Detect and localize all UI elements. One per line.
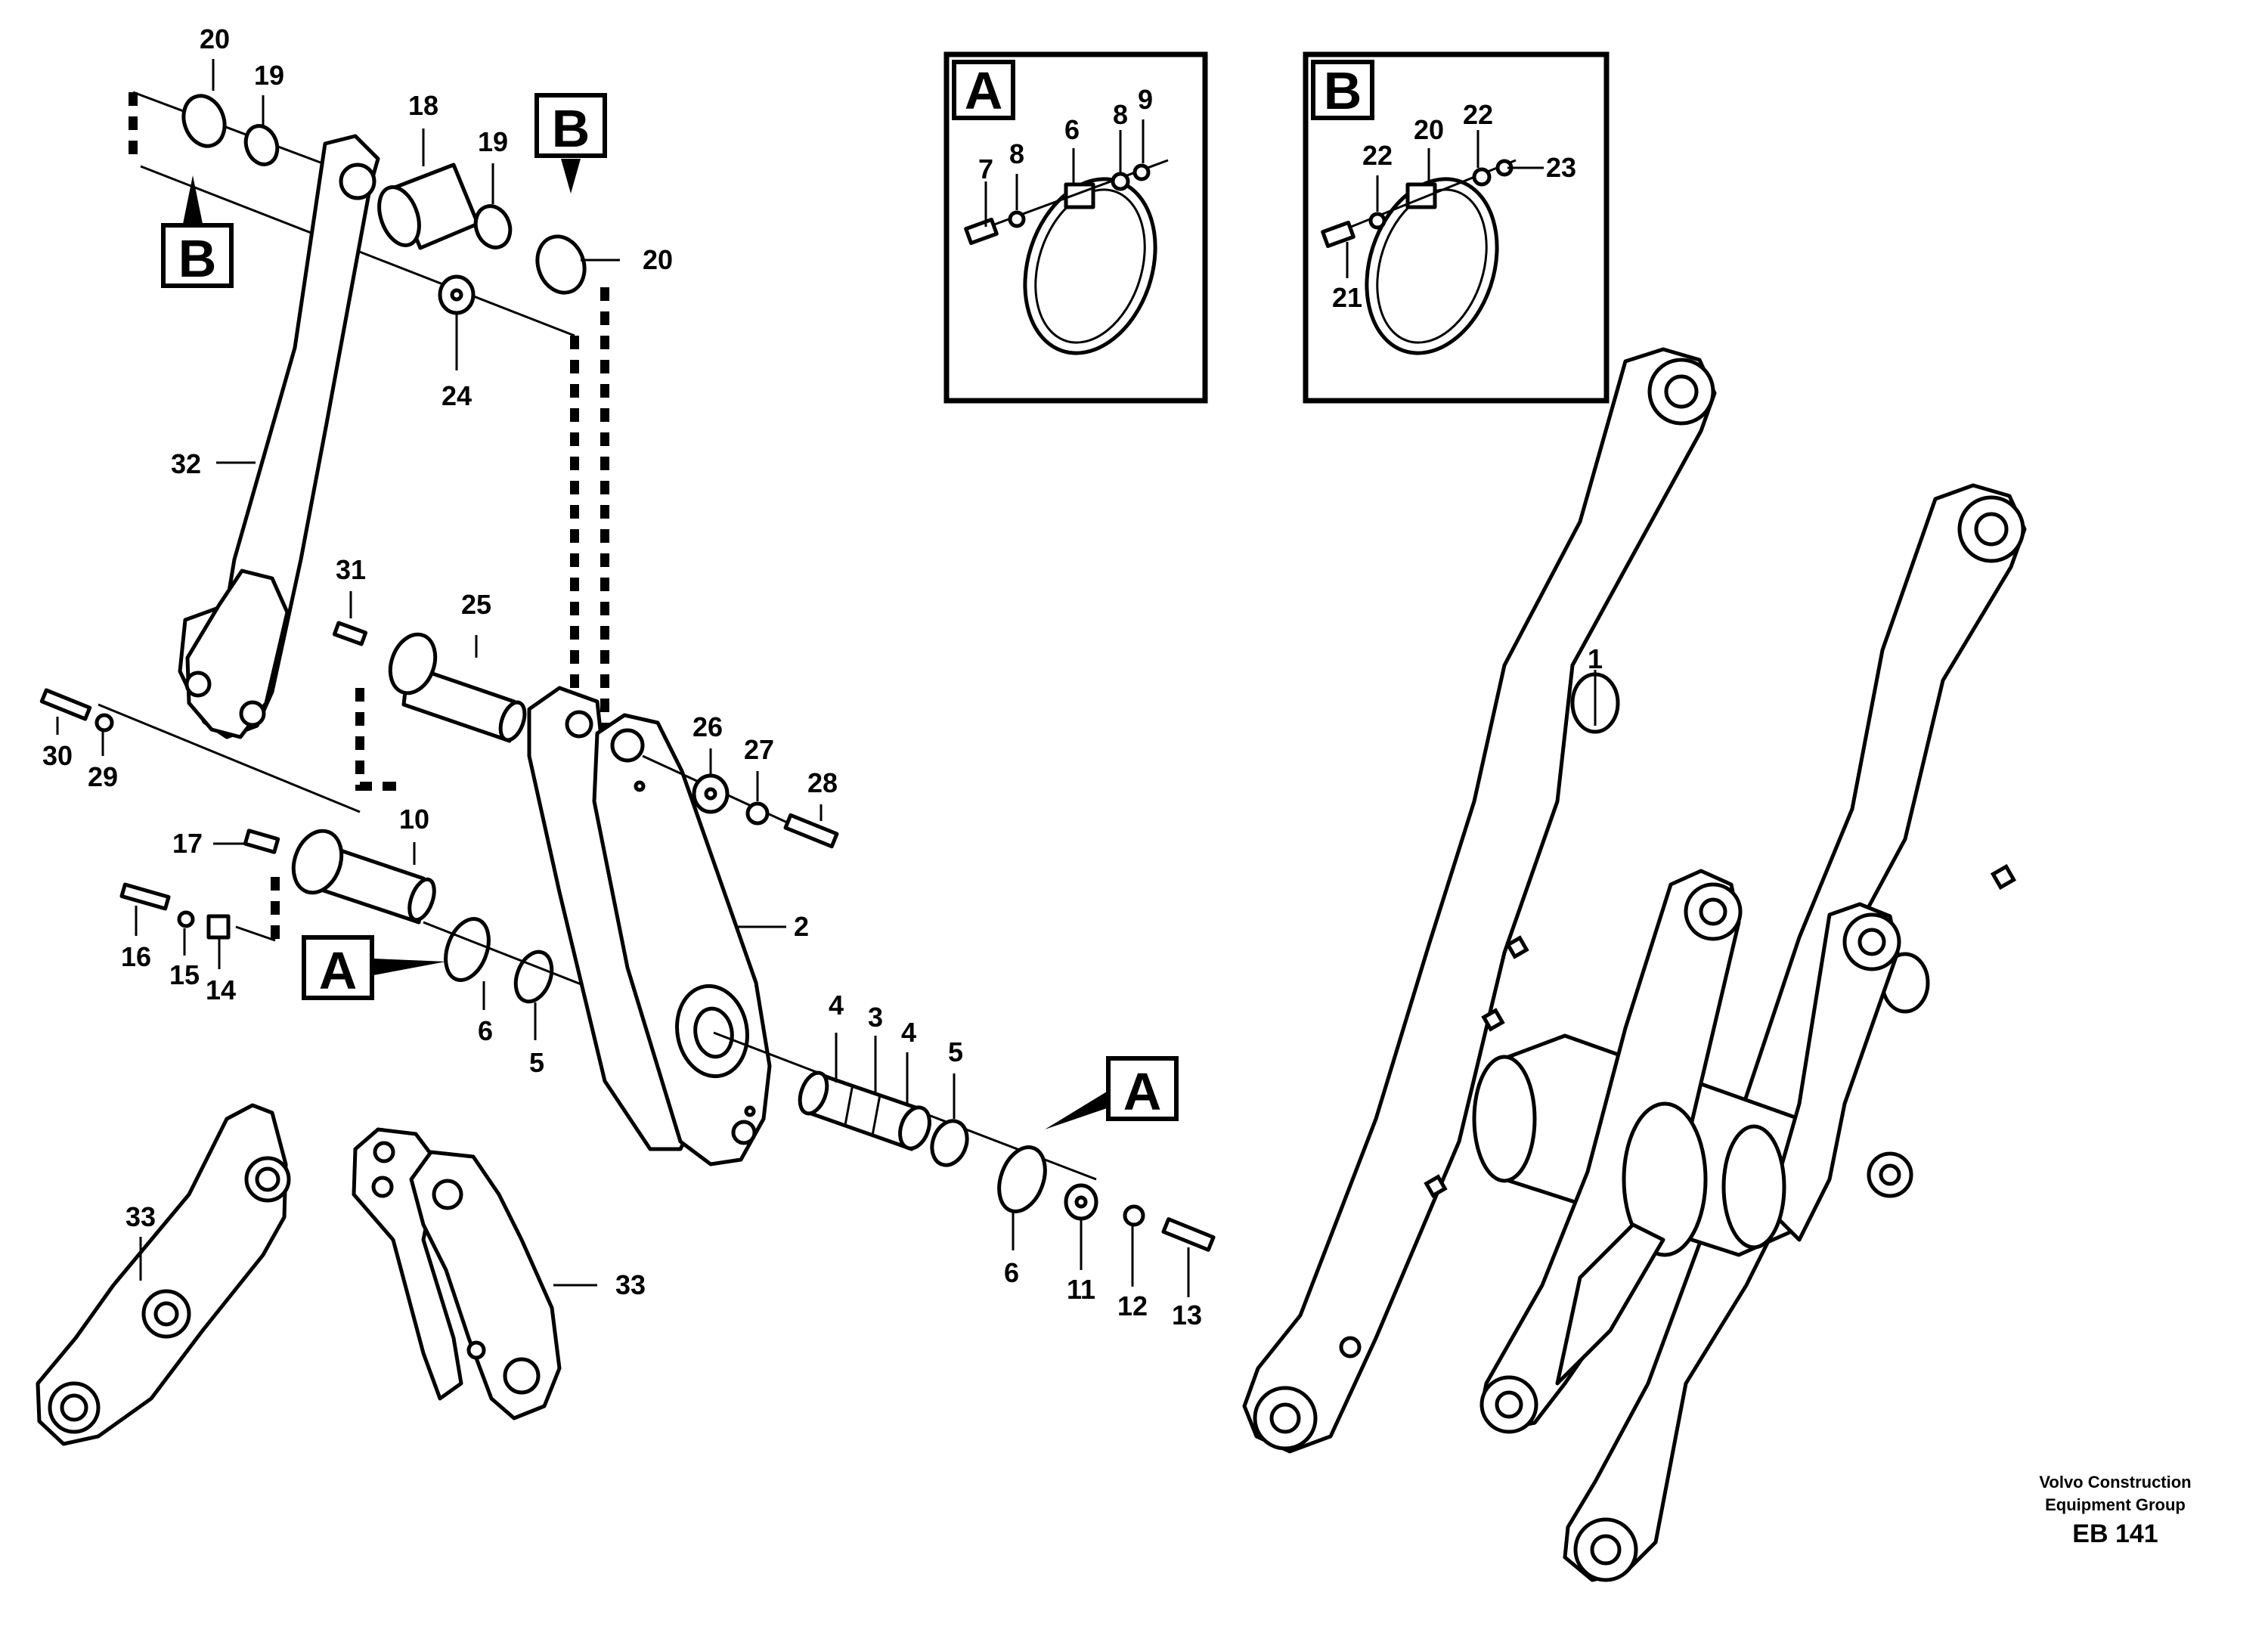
label-13: 13 [1172,1300,1202,1331]
label-23: 23 [1546,152,1576,183]
label-32: 32 [171,448,201,479]
label-18: 18 [408,90,438,121]
svg-text:B: B [552,99,590,158]
grease-nipple-17 [243,829,280,854]
spacer-14 [206,914,231,940]
detail-view-b: B 22 20 22 23 21 [1303,51,1610,404]
pin-3-bushings-4: 4 3 4 [713,990,1097,1181]
washer-27 [745,801,770,826]
label-21: 21 [1332,282,1362,313]
link-arm-32: 32 [171,134,380,739]
callout-a-left: A [302,935,446,1000]
label-19: 19 [478,126,508,157]
top-pin-parts: 20 19 18 19 20 24 [181,23,673,411]
svg-text:A: A [1123,1062,1162,1121]
arm-33-left: 33 [36,1103,291,1446]
label-8: 8 [1113,99,1128,130]
seal-5 [930,1119,969,1167]
footer-line-2: Equipment Group [2045,1495,2186,1514]
label-12: 12 [1117,1290,1148,1321]
seal-5 [513,950,554,1004]
label-11: 11 [1067,1274,1095,1305]
seal-19 [243,124,280,166]
circlip-20 [181,94,227,148]
footer-code: EB 141 [2072,1520,2158,1548]
label-22: 22 [1362,140,1393,171]
bolt-13 [1161,1217,1216,1252]
label-27: 27 [744,734,774,765]
label-26: 26 [692,711,723,742]
label-28: 28 [807,767,838,798]
label-1: 1 [1588,643,1603,674]
clip-6-seal-5-left: 6 5 [423,917,678,1078]
circlip-6 [444,917,491,982]
label-33: 33 [125,1201,156,1232]
washer-15 [177,910,195,928]
circlip-20 [535,234,587,295]
label-17: 17 [172,828,203,859]
bolt-28 [783,813,839,849]
lift-arm-frame-rear [1563,483,2027,1582]
label-14: 14 [206,974,236,1005]
label-20: 20 [1414,114,1444,145]
callout-b-left: B [161,175,234,288]
label-20: 20 [200,23,230,54]
label-15: 15 [169,959,200,990]
label-4: 4 [829,990,844,1021]
arm-33-right: 33 [352,1127,646,1420]
label-10: 10 [399,804,429,835]
label-30: 30 [42,740,73,771]
label-4: 4 [901,1017,916,1048]
bolt-30-washer-29: 30 29 [39,688,118,792]
clip-6-seal-5-right: 5 6 11 12 13 [930,1036,1216,1331]
bolt-7 [964,217,999,246]
center-bracket [1479,869,1901,1434]
publisher-footer: Volvo Construction Equipment Group EB 14… [2039,1473,2191,1548]
label-5: 5 [529,1047,544,1078]
pin-25: 31 25 [332,554,527,743]
label-22: 22 [1463,99,1493,130]
pin-10: 17 10 16 15 14 [119,804,436,1005]
detail-a-title: A [965,61,1003,120]
washer-12 [1123,1204,1145,1227]
label-19: 19 [254,60,284,91]
seal-19 [473,204,513,249]
label-25: 25 [461,589,491,620]
svg-text:B: B [178,229,217,288]
bolt-21 [1321,220,1356,249]
label-20: 20 [643,244,673,275]
detail-view-a: A 7 8 6 8 9 [943,51,1208,404]
label-8: 8 [1009,138,1024,169]
bolt-28-washers: 26 27 28 [642,711,839,849]
label-3: 3 [868,1002,883,1033]
frame-label-1: 1 [1588,643,1603,726]
callout-b-upper: B [534,93,607,194]
bolt-16 [119,882,171,911]
label-33: 33 [615,1269,646,1300]
callout-a-right: A [1045,1056,1179,1129]
label-7: 7 [978,153,993,184]
label-24: 24 [442,380,472,411]
label-31: 31 [336,554,366,585]
label-5: 5 [948,1036,963,1067]
detail-b-title: B [1324,61,1362,120]
lever-plate-2: 2 [592,713,809,1166]
circlip-6 [997,1145,1047,1213]
label-6: 6 [1004,1257,1019,1288]
label-16: 16 [121,941,151,972]
label-6: 6 [1064,114,1080,145]
label-6: 6 [478,1015,493,1046]
label-9: 9 [1138,84,1153,115]
svg-text:A: A [319,941,358,1000]
label-29: 29 [88,761,118,792]
grease-nipple-31 [332,621,368,646]
footer-line-1: Volvo Construction [2039,1473,2191,1492]
label-2: 2 [794,911,809,942]
lift-arm-frame-1 [1242,347,1717,1454]
